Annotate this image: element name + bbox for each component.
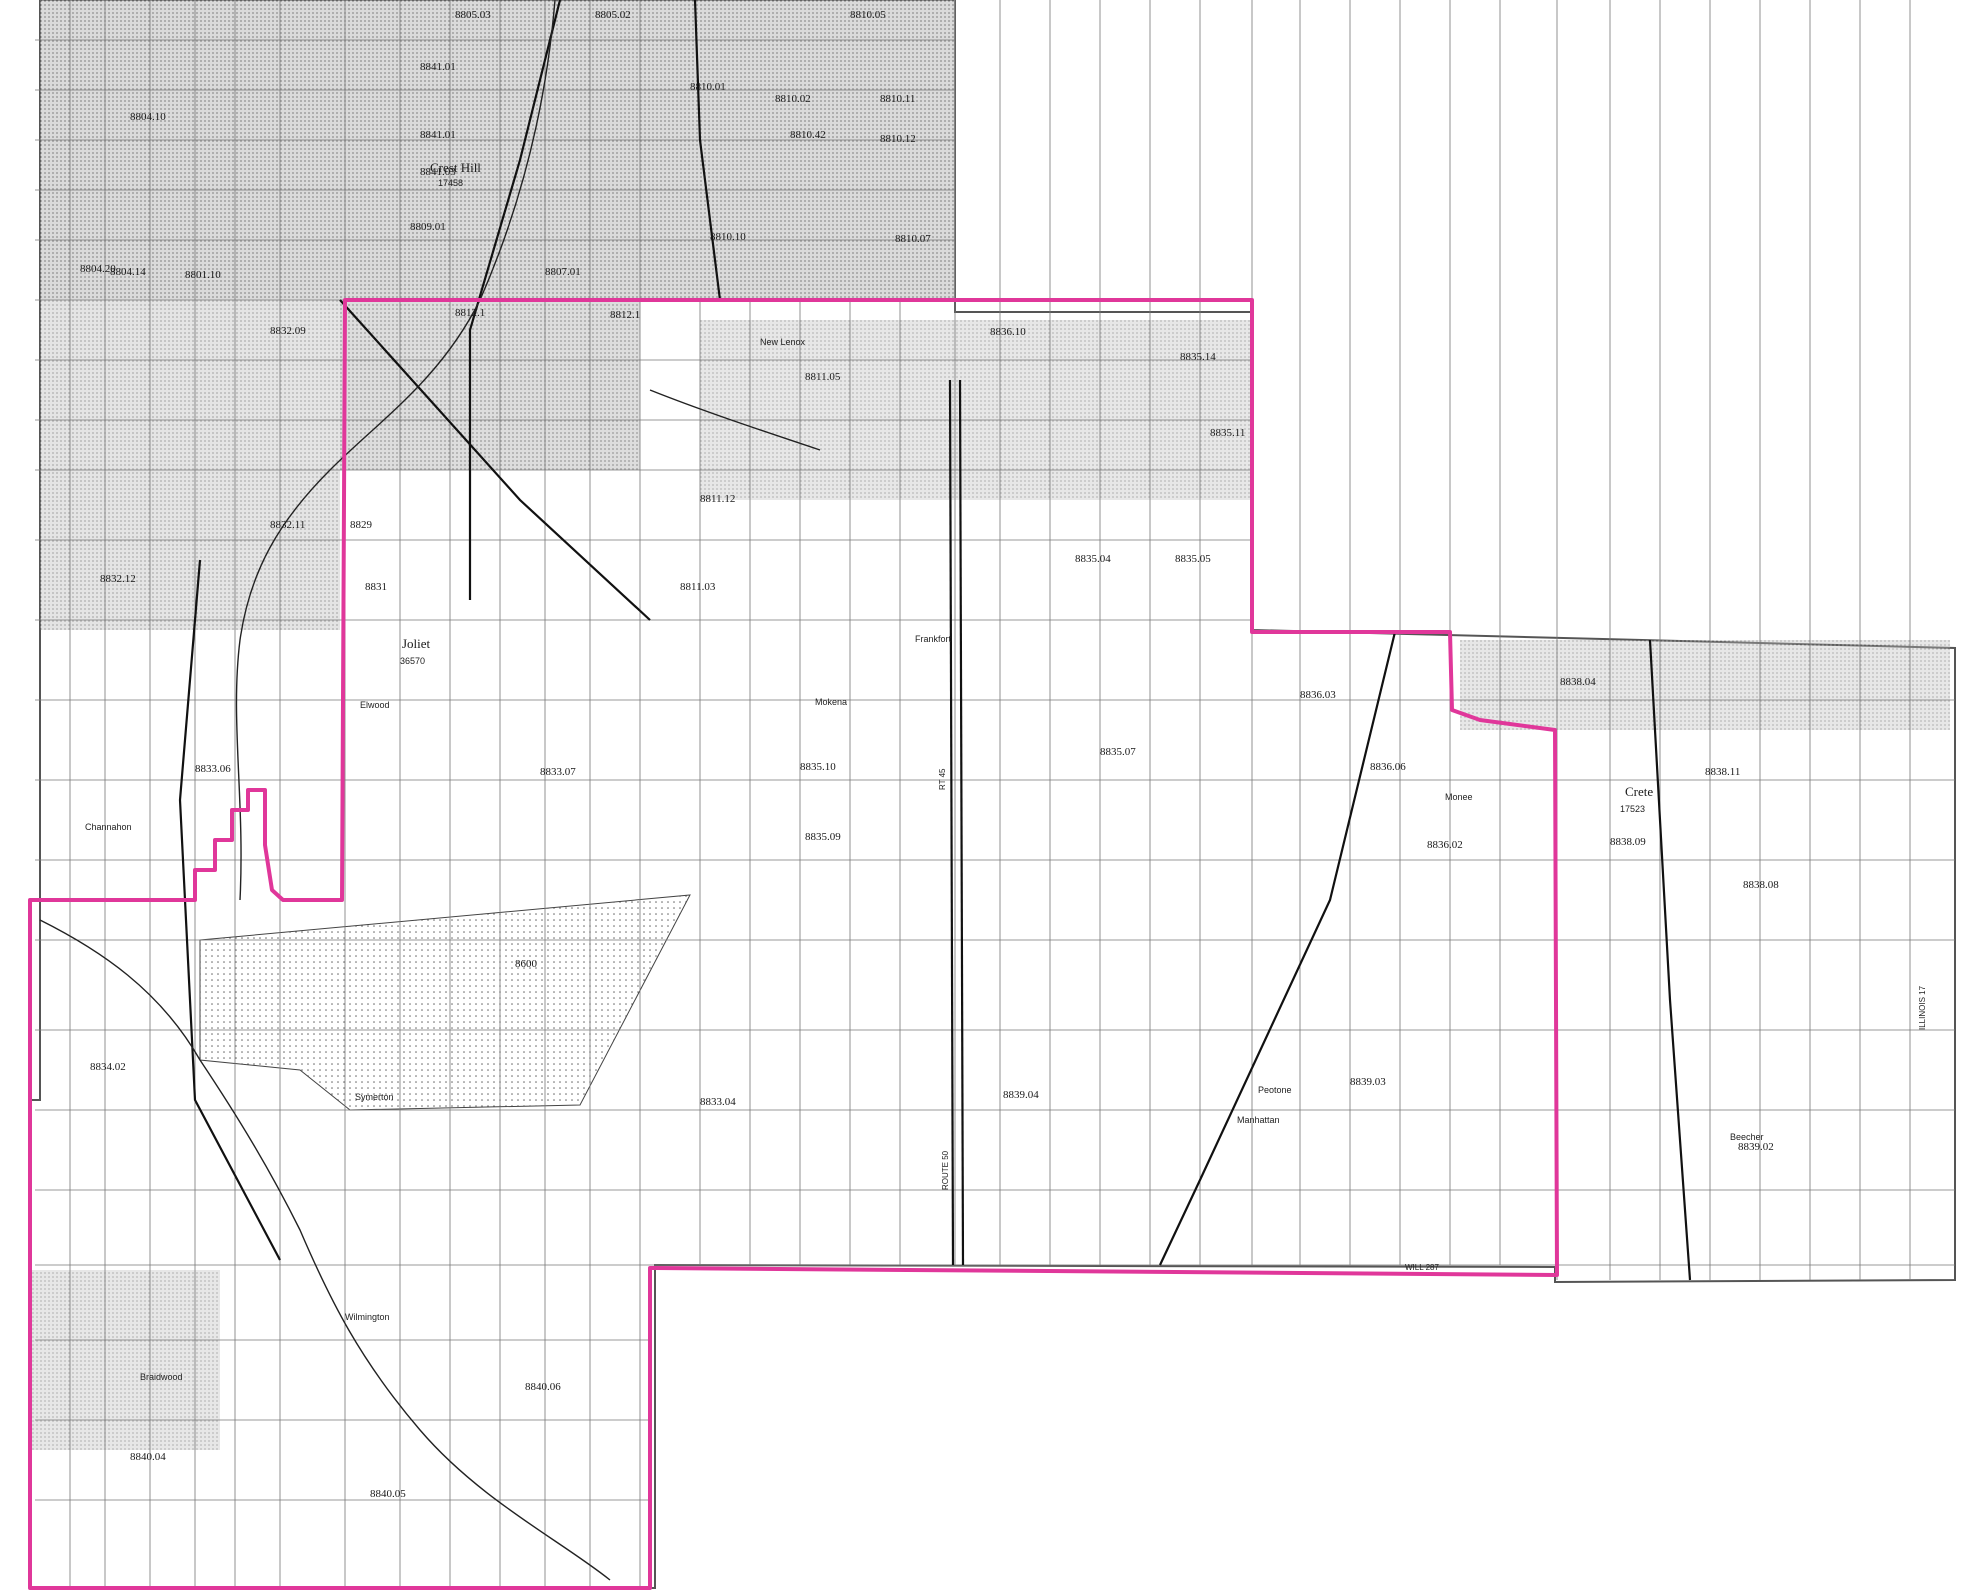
tract-label: 8812.1 <box>610 309 640 321</box>
tract-label: 8841.03 <box>420 166 456 178</box>
tract-label: 8835.09 <box>805 831 841 843</box>
tract-label: 8832.11 <box>270 519 305 531</box>
urban-area-crete <box>1460 640 1950 730</box>
tract-label: 8810.42 <box>790 129 826 141</box>
place-population: 17458 <box>438 178 463 188</box>
tract-label: 8839.02 <box>1738 1141 1774 1153</box>
tract-label: 8835.11 <box>1210 427 1245 439</box>
tract-label: 8809.01 <box>410 221 446 233</box>
small-place-label: Peotone <box>1258 1085 1292 1095</box>
tract-label: 8805.03 <box>455 9 491 21</box>
tract-label: 8840.04 <box>130 1451 166 1463</box>
tract-label: 8829 <box>350 519 373 531</box>
small-place-label: Manhattan <box>1237 1115 1280 1125</box>
small-place-label: Wilmington <box>345 1312 390 1322</box>
road-label: ROUTE 50 <box>941 1150 950 1190</box>
road-label: WILL 287 <box>1405 1263 1439 1272</box>
tract-label: 8810.07 <box>895 233 931 245</box>
tract-label: 8805.02 <box>595 9 631 21</box>
tract-label: 8600 <box>515 958 538 970</box>
small-place-label: Frankfort <box>915 634 952 644</box>
small-place-label: Monee <box>1445 792 1473 802</box>
tract-label: 8801.10 <box>185 269 221 281</box>
tract-label: 8810.02 <box>775 93 811 105</box>
road-labels: ILLINOIS 17 WILL 287 ROUTE 50 RT 45 <box>938 768 1927 1272</box>
small-place-label: Mokena <box>815 697 847 707</box>
tract-label: 8840.05 <box>370 1488 406 1500</box>
tract-label: 8833.04 <box>700 1096 736 1108</box>
tract-label: 8807.01 <box>545 266 581 278</box>
tract-label: 8804.14 <box>110 266 146 278</box>
major-roads <box>178 0 1692 1281</box>
tract-label: 8836.02 <box>1427 839 1463 851</box>
tract-label: 8839.04 <box>1003 1089 1039 1101</box>
tract-label: 8810.11 <box>880 93 915 105</box>
tract-label: 8810.01 <box>690 81 726 93</box>
small-place-label: Symerton <box>355 1092 394 1102</box>
place-population: 36570 <box>400 656 425 666</box>
tract-label: 8835.10 <box>800 761 836 773</box>
small-place-label: Elwood <box>360 700 390 710</box>
tract-label: 8836.10 <box>990 326 1026 338</box>
road-label: ILLINOIS 17 <box>1918 985 1927 1030</box>
tract-label: 8811.12 <box>700 493 735 505</box>
urban-area-southwest <box>30 1270 220 1450</box>
tract-label: 8838.04 <box>1560 676 1596 688</box>
urban-area-west <box>40 300 340 630</box>
tract-label: 8810.12 <box>880 133 916 145</box>
tract-label: 8810.10 <box>710 231 746 243</box>
small-place-label: Braidwood <box>140 1372 183 1382</box>
tract-label: 8836.03 <box>1300 689 1336 701</box>
tract-label: 8833.07 <box>540 766 576 778</box>
place-labels: Crest Hill 17458 Joliet 36570 Crete 1752… <box>400 160 1653 814</box>
rivers <box>39 0 821 1581</box>
tract-label: 8840.06 <box>525 1381 561 1393</box>
urban-area-newlenox <box>700 320 1250 500</box>
tract-labels: 8805.03 8805.02 8810.05 8841.01 8810.01 8810.… <box>80 9 1779 1500</box>
tract-label: 8841.01 <box>420 129 456 141</box>
tract-label: 8832.09 <box>270 325 306 337</box>
small-place-label: Beecher <box>1730 1132 1764 1142</box>
section-grid <box>35 0 1955 1588</box>
tract-label: 8804.20 <box>80 263 116 275</box>
tract-label: 8839.03 <box>1350 1076 1386 1088</box>
place-name: Joliet <box>402 636 431 651</box>
tract-label: 8833.06 <box>195 763 231 775</box>
tract-label: 8836.06 <box>1370 761 1406 773</box>
tract-label: 8838.11 <box>1705 766 1740 778</box>
tract-label: 8831 <box>365 581 387 593</box>
place-population: 17523 <box>1620 804 1645 814</box>
tract-label: 8841.01 <box>420 61 456 73</box>
small-place-label: Channahon <box>85 822 132 832</box>
tract-label: 8834.02 <box>90 1061 126 1073</box>
road-label: RT 45 <box>938 768 947 790</box>
tract-label: 8835.05 <box>1175 553 1211 565</box>
tract-label: 8804.10 <box>130 111 166 123</box>
tract-label: 8835.14 <box>1180 351 1216 363</box>
tract-label: 8810.05 <box>850 9 886 21</box>
urban-area-north <box>40 0 955 300</box>
tract-label: 8835.04 <box>1075 553 1111 565</box>
tract-label: 8838.08 <box>1743 879 1779 891</box>
small-place-label: New Lenox <box>760 337 806 347</box>
tract-label: 8811.03 <box>680 581 716 593</box>
highlighted-boundary <box>28 298 1559 1590</box>
small-place-labels: New Lenox Frankfort Mokena Elwood Channa… <box>85 337 1764 1382</box>
place-name: Crete <box>1625 784 1653 799</box>
place-name: Crest Hill <box>430 160 481 175</box>
tract-label: 8811.05 <box>805 371 841 383</box>
tract-label: 8812.1 <box>455 307 485 319</box>
tract-label: 8838.09 <box>1610 836 1646 848</box>
tract-label: 8835.07 <box>1100 746 1136 758</box>
tract-label: 8832.12 <box>100 573 136 585</box>
urban-area-joliet <box>340 300 640 470</box>
